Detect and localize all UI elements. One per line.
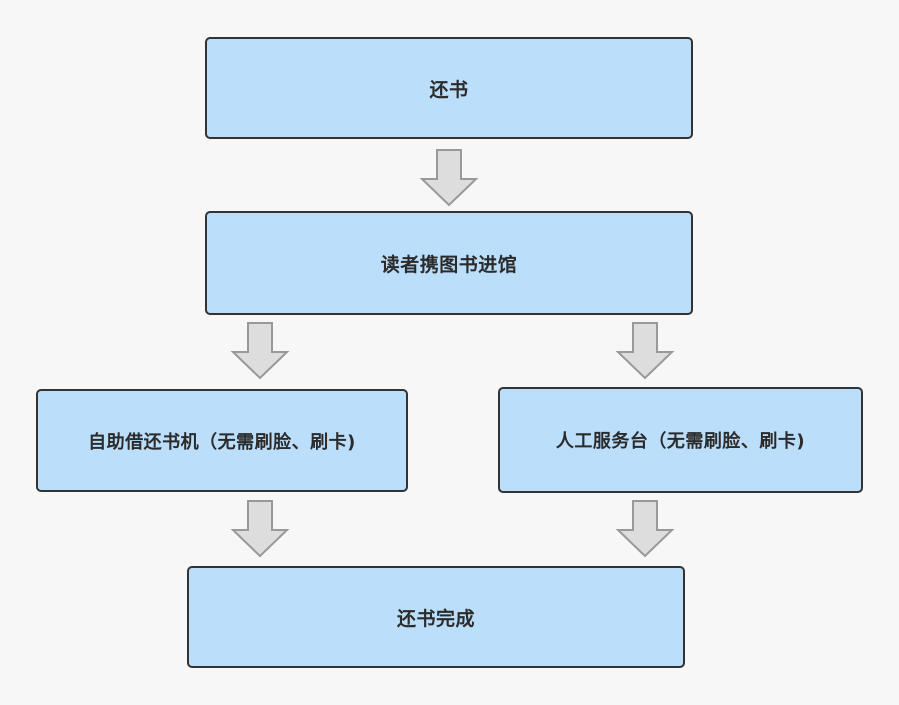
node-label: 还书 bbox=[429, 78, 469, 101]
down-arrow-icon bbox=[229, 321, 291, 381]
down-arrow-icon bbox=[229, 499, 291, 559]
node-return-books: 还书 bbox=[205, 37, 693, 139]
node-self-service-machine: 自助借还书机（无需刷脸、刷卡) bbox=[36, 389, 408, 492]
node-label: 还书完成 bbox=[396, 607, 475, 630]
down-arrow-icon bbox=[614, 321, 676, 381]
node-manual-service-desk: 人工服务台（无需刷脸、刷卡) bbox=[498, 387, 863, 493]
node-label: 自助借还书机（无需刷脸、刷卡) bbox=[88, 431, 356, 453]
node-label: 读者携图书进馆 bbox=[380, 253, 518, 276]
node-reader-enters: 读者携图书进馆 bbox=[205, 211, 693, 315]
node-return-complete: 还书完成 bbox=[187, 566, 685, 668]
down-arrow-icon bbox=[614, 499, 676, 559]
node-label: 人工服务台（无需刷脸、刷卡) bbox=[555, 431, 806, 452]
down-arrow-icon bbox=[418, 148, 480, 208]
